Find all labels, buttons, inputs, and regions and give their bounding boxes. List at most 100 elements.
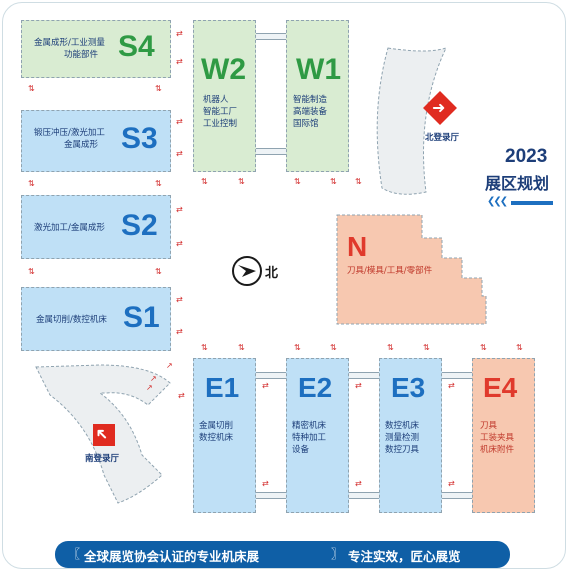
hall-e3[interactable]	[379, 358, 442, 513]
entry-arrow-icon: ⇄	[262, 479, 269, 488]
entry-arrow-icon: ⇄	[355, 381, 362, 390]
entry-arrow-icon: ⇄	[176, 149, 183, 158]
hall-e2-desc-2: 特种加工	[292, 433, 327, 443]
hall-w1-desc-3: 国际馆	[293, 119, 319, 129]
hall-e1-desc-1: 金属切削	[199, 421, 234, 431]
hall-e4-desc-1: 刀具	[480, 421, 498, 431]
entry-arrow-icon: ⇄	[176, 117, 183, 126]
hall-s4-desc-2: 功能部件	[64, 50, 99, 60]
hall-s3-desc-2: 金属成形	[64, 140, 99, 150]
south-lobby-icon	[93, 424, 115, 446]
entry-arrow-icon: ⇄	[176, 57, 183, 66]
entry-arrow-icon: ↗	[146, 383, 153, 392]
entry-arrow-icon: ⇅	[294, 177, 301, 186]
banner-open-bracket: 〖	[68, 547, 81, 561]
bottom-banner	[55, 541, 510, 568]
entry-arrow-icon: ⇅	[330, 177, 337, 186]
hall-s1-desc-1: 金属切削/数控机床	[36, 315, 107, 325]
entry-arrow-icon: ⇅	[28, 84, 35, 93]
map-frame	[2, 2, 566, 569]
entry-arrow-icon: ↗	[150, 374, 157, 383]
connector	[256, 372, 286, 379]
entry-arrow-icon: ⇅	[330, 343, 337, 352]
hall-w2-desc-2: 智能工厂	[203, 107, 238, 117]
hall-w1-desc-1: 智能制造	[293, 95, 328, 105]
hall-s3-code: S3	[121, 122, 158, 155]
connector	[349, 372, 379, 379]
hall-s2[interactable]	[21, 195, 171, 259]
hall-e4-desc-3: 机床附件	[480, 445, 515, 455]
hall-s4-desc-1: 金属成形/工业测量	[34, 38, 105, 48]
entry-arrow-icon: ⇄	[178, 391, 185, 400]
hall-w2-code: W2	[201, 53, 246, 86]
hall-e1-code: E1	[205, 372, 240, 403]
hall-s3-desc-1: 锻压冲压/激光加工	[34, 128, 105, 138]
hall-s1-code: S1	[123, 301, 160, 334]
hall-e1[interactable]	[193, 358, 256, 513]
hall-s2-desc-1: 激光加工/金属成形	[34, 223, 105, 233]
hall-e1-desc-2: 数控机床	[199, 433, 234, 443]
hall-n-desc-1: 刀具/模具/工具/零部件	[347, 266, 433, 276]
entry-arrow-icon: ⇅	[480, 343, 487, 352]
banner-close-bracket: 〗	[331, 547, 344, 561]
hall-w2-desc-1: 机器人	[203, 95, 229, 105]
banner-quote: 全球展览协会认证的专业机床展	[84, 549, 260, 564]
hall-e3-code: E3	[391, 372, 426, 403]
entry-arrow-icon: ⇅	[355, 177, 362, 186]
entry-arrow-icon: ⇄	[176, 239, 183, 248]
entry-arrow-icon: ⇄	[262, 381, 269, 390]
hall-n[interactable]	[336, 214, 488, 326]
entry-arrow-icon: ⇅	[423, 343, 430, 352]
hall-s4-code: S4	[118, 30, 155, 63]
entry-arrow-icon: ⇄	[448, 381, 455, 390]
hall-e4-desc-2: 工装夹具	[480, 433, 515, 443]
hall-e4-code: E4	[483, 372, 518, 403]
connector	[442, 492, 472, 499]
hall-s4[interactable]	[21, 20, 171, 78]
map-year: 2023	[505, 146, 548, 167]
entry-arrow-icon: ⇄	[176, 205, 183, 214]
hall-n-code: N	[347, 231, 368, 262]
title-chevrons-icon: ❮❮❮	[487, 196, 508, 207]
connector	[256, 33, 286, 40]
entry-arrow-icon: ⇅	[294, 343, 301, 352]
north-lobby-arrow: ➜	[432, 98, 446, 117]
entry-arrow-icon: ⇅	[238, 343, 245, 352]
hall-e2-desc-1: 精密机床	[292, 421, 327, 431]
entry-arrow-icon: ⇅	[387, 343, 394, 352]
hall-w1[interactable]	[286, 20, 349, 172]
hall-e3-desc-2: 测量检测	[385, 433, 420, 443]
entry-arrow-icon: ⇅	[28, 179, 35, 188]
hall-s1[interactable]	[21, 287, 171, 351]
connector	[349, 492, 379, 499]
map-title: 展区规划	[485, 174, 550, 193]
hall-e2[interactable]	[286, 358, 349, 513]
entry-arrow-icon: ⇅	[238, 177, 245, 186]
entry-arrow-icon: ⇅	[155, 267, 162, 276]
hall-e3-desc-1: 数控机床	[385, 421, 420, 431]
north-lobby-label[interactable]: 北登录厅	[425, 133, 460, 143]
entry-arrow-icon: ⇄	[448, 479, 455, 488]
connector	[442, 372, 472, 379]
south-lobby-label[interactable]: 南登录厅	[85, 454, 120, 464]
hall-w2[interactable]	[193, 20, 256, 172]
entry-arrow-icon: ⇄	[176, 29, 183, 38]
entry-arrow-icon: ⇅	[201, 343, 208, 352]
entry-arrow-icon: ⇅	[201, 177, 208, 186]
entry-arrow-icon: ⇅	[155, 84, 162, 93]
hall-w1-code: W1	[296, 53, 341, 86]
connector	[256, 148, 286, 155]
hall-w2-desc-3: 工业控制	[203, 119, 238, 129]
entry-arrow-icon: ↗	[166, 361, 173, 370]
hall-w1-desc-2: 高端装备	[293, 107, 328, 117]
hall-s2-code: S2	[121, 209, 158, 242]
hall-s3[interactable]	[21, 110, 171, 172]
connector	[256, 492, 286, 499]
north-lobby-building	[376, 47, 447, 195]
entry-arrow-icon: ⇅	[516, 343, 523, 352]
hall-e4[interactable]	[472, 358, 535, 513]
title-underline	[511, 201, 553, 205]
compass-label: 北	[265, 266, 279, 281]
entry-arrow-icon: ⇅	[28, 267, 35, 276]
entry-arrow-icon: ⇅	[155, 179, 162, 188]
